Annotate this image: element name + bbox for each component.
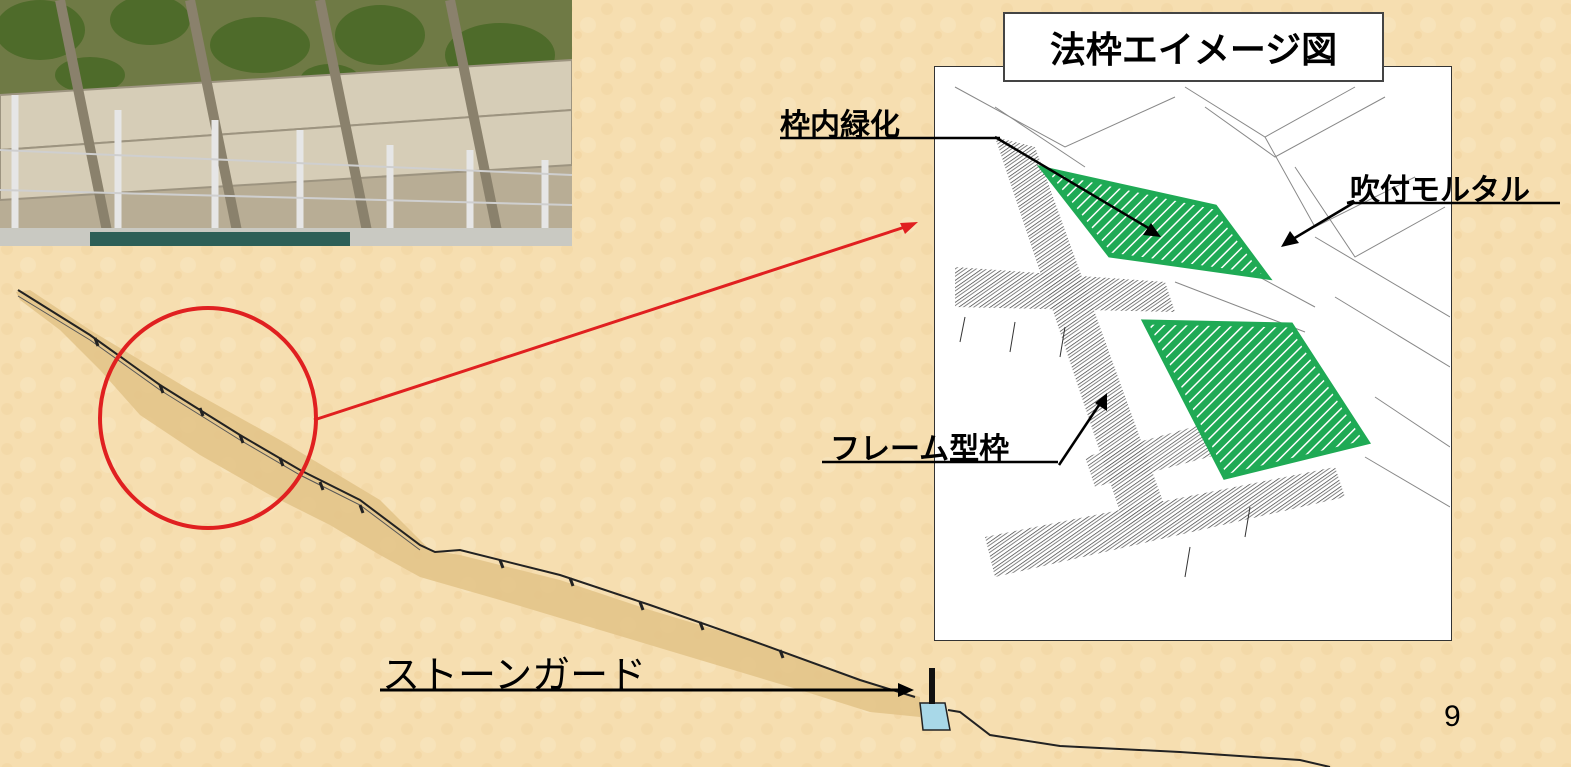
frame-beams xyxy=(955,137,1345,577)
page-number: 9 xyxy=(1444,700,1461,733)
greening-panel-lower xyxy=(1140,319,1372,480)
inset-title: 法枠エイメージ図 xyxy=(1003,12,1384,82)
frame-nodes xyxy=(93,337,785,659)
stone-guard-post xyxy=(929,668,935,704)
highlight-arrow xyxy=(313,225,906,422)
stone-guard-label: ストーンガード xyxy=(382,653,647,697)
slope-earth xyxy=(16,290,920,717)
slope-frame-line xyxy=(17,289,916,698)
ground-line xyxy=(947,709,1331,767)
spray-mortar-label: 吹付モルタル xyxy=(1350,173,1530,208)
inner-greening-label: 枠内緑化 xyxy=(780,108,900,143)
slope-frame-photo xyxy=(0,0,572,246)
stone-guard-base xyxy=(919,702,951,731)
frame-formwork-label: フレーム型枠 xyxy=(830,432,1010,467)
frame-image-inset xyxy=(934,66,1452,641)
frame-illustration xyxy=(954,86,1450,578)
greening-panel-upper xyxy=(1036,165,1273,281)
